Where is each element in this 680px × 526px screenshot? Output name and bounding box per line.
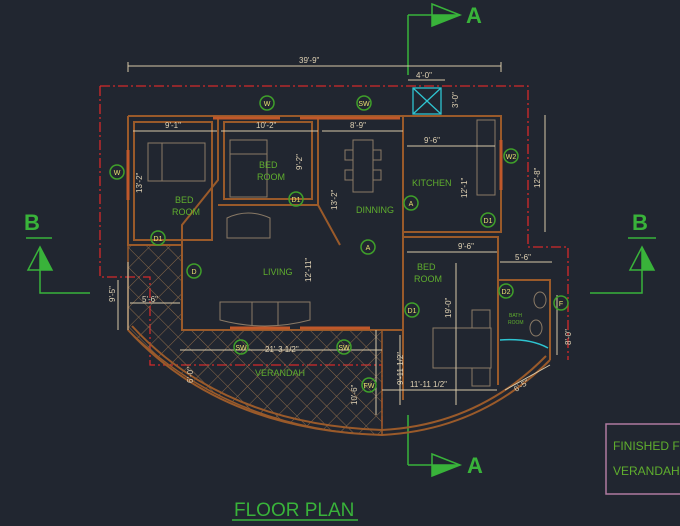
section-label: B: [632, 210, 648, 235]
section-label: A: [466, 3, 482, 28]
tag-fixed-window: FW: [364, 383, 375, 390]
room-label-dining: DINNING: [356, 205, 394, 215]
room-label-bath: ROOM: [508, 320, 524, 326]
dim-verandah-depth: 6'-0": [186, 367, 195, 383]
dim-bed2-depth: 9'-2": [295, 154, 304, 170]
room-label-verandah: VERANDAH: [255, 368, 305, 378]
dim-bed1-width: 9'-1": [165, 121, 181, 130]
room-label-bedroom-1: ROOM: [172, 207, 200, 217]
tag-window: W: [264, 101, 271, 108]
dim-porch-width: 5'-6": [142, 295, 158, 304]
tag-door-d2: D2: [502, 289, 511, 296]
tag-arch: A: [366, 245, 371, 252]
room-label-bath: BATH: [509, 313, 522, 319]
room-label-bedroom-3: ROOM: [414, 274, 442, 284]
dim-right-depth: 12'-8": [533, 167, 542, 188]
dim-shaft-width: 4'-0": [416, 71, 432, 80]
dim-shaft-depth: 3'-0": [451, 92, 460, 108]
room-label-bedroom-1: BED: [175, 195, 194, 205]
dim-kitchen-depth: 12'-1": [460, 177, 469, 198]
tag-door-d: D: [191, 269, 196, 276]
dim-kitchen-width: 9'-6": [424, 136, 440, 145]
furniture: [147, 119, 549, 387]
section-mark-b-right: B: [590, 210, 656, 294]
dim-left-depth: 9'-5": [108, 286, 117, 302]
walls: [126, 115, 551, 400]
dim-overall-width: 39'-9": [299, 56, 320, 65]
tag-sliding-window: SW: [235, 345, 247, 352]
room-label-bedroom-2: ROOM: [257, 172, 285, 182]
tag-sliding-window: SW: [358, 101, 370, 108]
dim-living-depth: 12'-11": [304, 258, 313, 282]
dim-dining-width: 8'-9": [350, 121, 366, 130]
tag-door-d1: D1: [408, 308, 417, 315]
room-label-bedroom-2: BED: [259, 160, 278, 170]
legend-box: FINISHED F VERANDAH: [605, 423, 680, 495]
tag-sliding-window: SW: [338, 345, 350, 352]
tag-door-d1: D1: [292, 197, 301, 204]
opening-tags: W SW W W2 D1 D1 D1 D1 D D2 A A F SW SW F…: [109, 95, 569, 393]
section-mark-b-left: B: [24, 210, 90, 294]
tag-door-d1: D1: [154, 236, 163, 243]
legend-line-1: FINISHED F: [613, 439, 680, 453]
dim-bath-width: 5'-6": [515, 253, 531, 262]
duct-shaft: [412, 87, 442, 115]
dim-bath-depth: 8'-0": [564, 329, 573, 345]
curved-outer-wall: [127, 329, 551, 437]
drawing-title: FLOOR PLAN: [234, 500, 354, 521]
dim-bed3-lower-depth: 9'-11 1/2": [396, 352, 405, 385]
room-label-bedroom-3: BED: [417, 262, 436, 272]
dim-bed3-width: 9'-6": [458, 242, 474, 251]
dim-bed2-width: 10'-2": [256, 121, 277, 130]
tag-door-d1: D1: [484, 218, 493, 225]
dim-bed3-lower-width: 11'-11 1/2": [410, 380, 447, 389]
legend-line-2: VERANDAH: [613, 464, 680, 478]
section-mark-a-bottom: A: [407, 415, 483, 478]
section-label: B: [24, 210, 40, 235]
room-label-kitchen: KITCHEN: [412, 178, 452, 188]
dim-dining-depth: 13'-2": [330, 189, 339, 210]
room-label-living: LIVING: [263, 267, 293, 277]
dim-bed3-depth: 19'-0": [444, 297, 453, 318]
tag-arch: A: [409, 201, 414, 208]
dimension-lines: [117, 62, 558, 415]
section-label: A: [467, 453, 483, 478]
dim-verandah-width: 21'-3 1/2": [265, 345, 299, 354]
dim-bed1-depth: 13'-2": [135, 172, 144, 193]
tag-f: F: [559, 301, 563, 308]
tag-window-w2: W2: [506, 154, 517, 161]
tag-window: W: [114, 170, 121, 177]
section-mark-a-top: A: [407, 2, 482, 75]
dim-fw-depth: 10'-6": [350, 384, 359, 405]
